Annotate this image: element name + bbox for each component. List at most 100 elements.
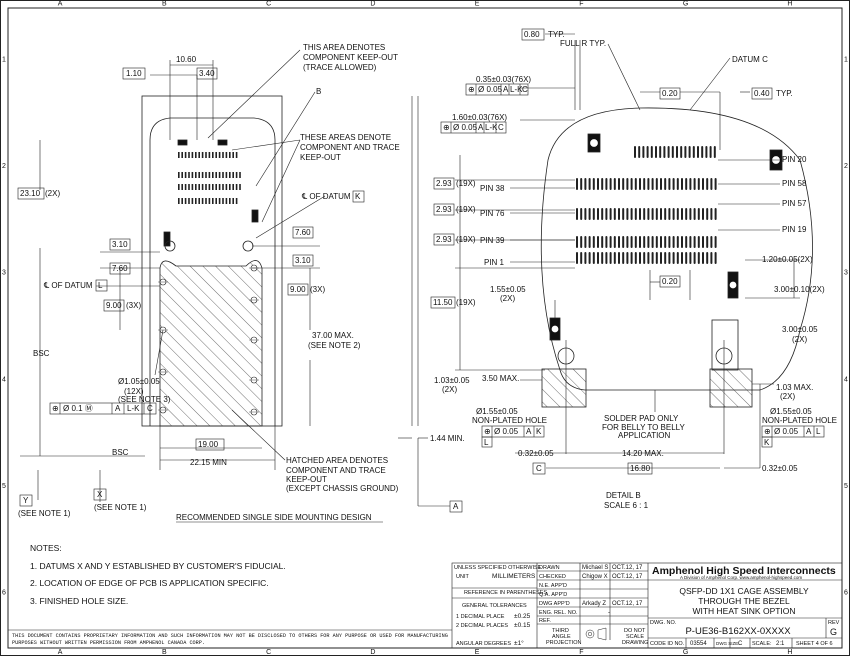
grid-col-label: E bbox=[475, 1, 480, 8]
detail-pin bbox=[580, 178, 583, 190]
grid-col-label: D bbox=[370, 649, 375, 656]
detail-pin bbox=[705, 146, 708, 158]
detail-pin bbox=[710, 236, 713, 248]
detail-pin bbox=[597, 208, 599, 220]
pin-pad bbox=[235, 152, 238, 158]
tb-dec2-val: ±0.15 bbox=[514, 622, 531, 629]
svg-text:A: A bbox=[478, 123, 484, 132]
detail-pin bbox=[622, 252, 625, 264]
pin-pad bbox=[215, 198, 217, 204]
tb-ne-app: N.E. APP'D bbox=[539, 583, 567, 589]
fcf-left: ⊕ Ø 0.05 A K bbox=[481, 425, 545, 438]
tb-qa-app: Q.A. APP'D bbox=[539, 592, 567, 598]
pin-pad bbox=[191, 198, 194, 204]
detail-pin bbox=[618, 178, 620, 190]
detail-pin bbox=[642, 146, 645, 158]
svg-text:PROJECTION: PROJECTION bbox=[546, 640, 581, 646]
pad bbox=[217, 139, 228, 146]
grid-row-label: 5 bbox=[844, 483, 848, 490]
tb-dwg-app-date: OCT.12, 17 bbox=[612, 601, 643, 607]
detail-pin bbox=[634, 178, 637, 190]
tb-gen-tol: GENERAL TOLERANCES bbox=[462, 603, 527, 609]
dim-0-32-a: 0.32±0.05 bbox=[518, 449, 554, 458]
pin-pad bbox=[212, 198, 214, 204]
detail-pin bbox=[668, 208, 671, 220]
pin-pad bbox=[222, 198, 224, 204]
detail-pin bbox=[643, 208, 646, 220]
callout-trace-3: KEEP-OUT bbox=[300, 153, 341, 162]
detail-pin bbox=[693, 236, 696, 248]
detail-datum-l: L bbox=[484, 438, 489, 447]
detail-pin bbox=[609, 236, 612, 248]
pin-pad bbox=[215, 152, 217, 158]
detail-pin bbox=[697, 252, 700, 264]
svg-text:L: L bbox=[816, 427, 821, 436]
tb-ref: REF. bbox=[539, 618, 551, 624]
tb-dwg-no: P-UE36-B162XX-0XXXX bbox=[685, 626, 791, 637]
detail-pin bbox=[706, 236, 709, 248]
pin-pad bbox=[222, 172, 224, 178]
pin-pad bbox=[205, 198, 207, 204]
grid-col-label: H bbox=[787, 1, 792, 8]
detail-pin bbox=[626, 208, 629, 220]
grid-col-label: C bbox=[266, 649, 271, 656]
grid-row-label: 1 bbox=[844, 56, 848, 63]
tb-eng-rel-val: - bbox=[608, 610, 610, 616]
pin-pad bbox=[195, 198, 197, 204]
callout-trace-2: COMPONENT AND TRACE bbox=[300, 143, 400, 152]
hole-dim-1: Ø1.05±0.05 bbox=[118, 377, 160, 386]
dim-3-10-right: 3.10 bbox=[295, 256, 311, 265]
detail-pin bbox=[697, 236, 700, 248]
pin-pad bbox=[225, 172, 228, 178]
detail-pin bbox=[664, 208, 667, 220]
tb-scale-label: SCALE: bbox=[752, 641, 772, 647]
pin-pad bbox=[218, 198, 221, 204]
pin-pad bbox=[195, 152, 197, 158]
pin-pad bbox=[232, 172, 234, 178]
detail-pin bbox=[622, 178, 625, 190]
grid-col-label: G bbox=[683, 1, 688, 8]
detail-pin bbox=[634, 208, 637, 220]
hole-fcf: ⊕ Ø 0.1 Ⓜ A L-K C bbox=[49, 402, 157, 415]
svg-text:A: A bbox=[806, 427, 812, 436]
detail-pin bbox=[681, 178, 683, 190]
dim-bsc-vertical: BSC bbox=[33, 349, 50, 358]
pin-pad bbox=[188, 198, 190, 204]
svg-text:L-K: L-K bbox=[485, 123, 498, 132]
fcf-1: ⊕ Ø 0.05 A L-K C bbox=[465, 83, 529, 96]
detail-pin bbox=[671, 146, 674, 158]
pin-pad bbox=[188, 172, 190, 178]
tb-drawn-by: Michael S bbox=[582, 565, 608, 571]
detail-pin bbox=[664, 252, 667, 264]
detail-datum-k: K bbox=[764, 438, 770, 447]
detail-pin bbox=[697, 208, 700, 220]
pin-pad bbox=[181, 198, 183, 204]
pin-pad bbox=[235, 198, 238, 204]
detail-pin bbox=[634, 146, 636, 158]
svg-text:(2X): (2X) bbox=[442, 385, 457, 394]
dim-14-20: 14.20 MAX. bbox=[622, 449, 664, 458]
detail-pin bbox=[710, 178, 713, 190]
svg-text:⊕: ⊕ bbox=[443, 123, 450, 132]
detail-pin bbox=[710, 208, 713, 220]
svg-text:⊕: ⊕ bbox=[484, 427, 491, 436]
detail-pin bbox=[655, 178, 658, 190]
tb-checked-date: OCT.12, 17 bbox=[612, 574, 643, 580]
pin-pad bbox=[218, 184, 221, 190]
dim-3-00-a: 3.00±0.10(2X) bbox=[774, 285, 825, 294]
svg-text:DO NOT: DO NOT bbox=[624, 628, 646, 634]
pin-58-label: PIN 58 bbox=[782, 179, 807, 188]
detail-pin bbox=[701, 146, 704, 158]
callout-keepout-2: COMPONENT KEEP-OUT bbox=[303, 53, 398, 62]
solder-1: SOLDER PAD ONLY bbox=[604, 414, 679, 423]
detail-pin bbox=[664, 236, 667, 248]
notes-heading: NOTES: bbox=[30, 543, 62, 553]
datum-y: Y bbox=[23, 496, 29, 505]
detail-pin bbox=[697, 146, 699, 158]
typ-1: TYP. bbox=[548, 30, 565, 39]
pin-pad bbox=[205, 172, 207, 178]
detail-pin bbox=[639, 178, 641, 190]
detail-pin bbox=[592, 252, 595, 264]
svg-text:SCALE: SCALE bbox=[626, 634, 644, 640]
